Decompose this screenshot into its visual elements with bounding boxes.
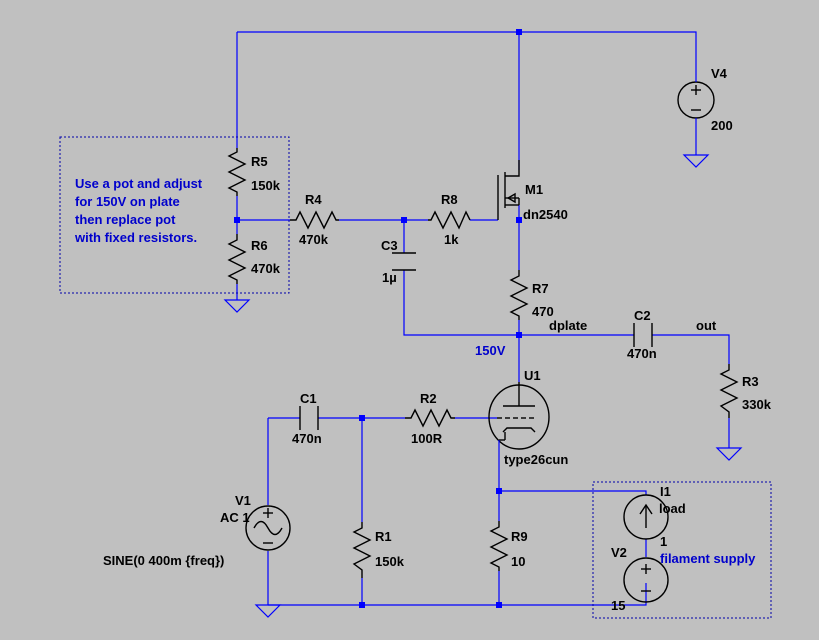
junctions: [234, 29, 522, 608]
r9-value-label: 10: [511, 554, 525, 569]
r1-name-label: R1: [375, 529, 392, 544]
c1-name-label: C1: [300, 391, 317, 406]
junction-dot: [359, 602, 365, 608]
current-source-i1[interactable]: [623, 494, 669, 540]
v2-name-label: V2: [611, 545, 627, 560]
r9-name-label: R9: [511, 529, 528, 544]
i1-name-label: I1: [660, 484, 671, 499]
mosfet-m1[interactable]: [497, 160, 520, 220]
r6-value-label: 470k: [251, 261, 281, 276]
resistor-r8[interactable]: [428, 210, 471, 230]
pot-note-line-3: then replace pot: [75, 212, 176, 227]
net-label-dplate: dplate: [549, 318, 587, 333]
c2-value-label: 470n: [627, 346, 657, 361]
capacitor-c1[interactable]: [299, 406, 319, 430]
capacitor-c3[interactable]: [392, 252, 416, 271]
resistor-r9[interactable]: [489, 521, 509, 571]
resistor-r4[interactable]: [290, 210, 339, 230]
net-label-out: out: [696, 318, 717, 333]
r3-value-label: 330k: [742, 397, 772, 412]
v4-value-label: 200: [711, 118, 733, 133]
grounds: [223, 154, 743, 618]
r7-value-label: 470: [532, 304, 554, 319]
resistor-r3[interactable]: [719, 364, 739, 418]
wires: [236, 31, 730, 606]
i1-value-label: load: [659, 501, 686, 516]
r2-name-label: R2: [420, 391, 437, 406]
c1-value-label: 470n: [292, 431, 322, 446]
u1-value-label: type26cun: [504, 452, 568, 467]
resistor-r7[interactable]: [509, 270, 529, 320]
junction-dot: [516, 217, 522, 223]
v1-ac-label: AC 1: [220, 510, 250, 525]
ground-icon: [223, 299, 251, 313]
filament-supply-note: filament supply: [660, 551, 756, 566]
r5-name-label: R5: [251, 154, 268, 169]
r8-name-label: R8: [441, 192, 458, 207]
ground-icon: [682, 154, 710, 168]
capacitor-c2[interactable]: [633, 323, 653, 347]
r8-value-label: 1k: [444, 232, 459, 247]
v1-sine-label: SINE(0 400m {freq}): [103, 553, 224, 568]
r3-name-label: R3: [742, 374, 759, 389]
v2-ac-label: 1: [660, 534, 667, 549]
triode-tube-u1[interactable]: [488, 382, 550, 450]
r7-name-label: R7: [532, 281, 549, 296]
r2-value-label: 100R: [411, 431, 443, 446]
c3-name-label: C3: [381, 238, 398, 253]
ac-source-v1[interactable]: [245, 505, 291, 551]
c2-name-label: C2: [634, 308, 651, 323]
v1-name-label: V1: [235, 493, 251, 508]
junction-dot: [496, 602, 502, 608]
voltage-source-v4[interactable]: [677, 75, 715, 125]
v2-value-label: 15: [611, 598, 625, 613]
junction-dot: [516, 29, 522, 35]
pot-note-line-2: for 150V on plate: [75, 194, 180, 209]
plate-voltage-note: 150V: [475, 343, 506, 358]
m1-name-label: M1: [525, 182, 543, 197]
v4-name-label: V4: [711, 66, 728, 81]
pot-note-line-1: Use a pot and adjust: [75, 176, 203, 191]
c3-value-label: 1µ: [382, 270, 397, 285]
pot-note-line-4: with fixed resistors.: [74, 230, 197, 245]
junction-dot: [401, 217, 407, 223]
junction-dot: [234, 217, 240, 223]
voltage-source-v2[interactable]: [623, 557, 669, 603]
r6-name-label: R6: [251, 238, 268, 253]
r1-value-label: 150k: [375, 554, 405, 569]
r4-name-label: R4: [305, 192, 322, 207]
u1-name-label: U1: [524, 368, 541, 383]
resistor-r2[interactable]: [405, 408, 455, 428]
ground-icon: [254, 604, 282, 618]
pot-note-box: [59, 136, 290, 294]
resistor-r1[interactable]: [352, 522, 372, 578]
junction-dot: [359, 415, 365, 421]
resistor-r5[interactable]: [227, 148, 247, 196]
junction-dot: [496, 488, 502, 494]
filament-note-box: [592, 481, 772, 619]
junction-dot: [516, 332, 522, 338]
ground-icon: [715, 447, 743, 461]
m1-value-label: dn2540: [523, 207, 568, 222]
r4-value-label: 470k: [299, 232, 329, 247]
resistor-r6[interactable]: [227, 234, 247, 284]
r5-value-label: 150k: [251, 178, 281, 193]
